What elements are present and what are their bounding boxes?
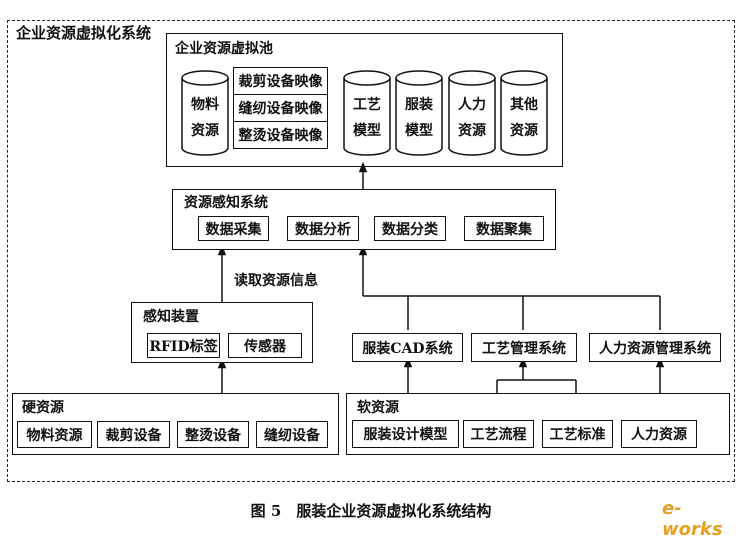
material-resource-label: 物料 资源 <box>182 92 228 142</box>
sensing-device-title: 感知装置 <box>143 309 199 325</box>
hw-sewing-equipment: 缝纫设备 <box>256 421 328 448</box>
hw-ironing-equipment: 整烫设备 <box>177 421 249 448</box>
craft-model-label: 工艺 模型 <box>344 92 390 142</box>
hw-cutting-equipment: 裁剪设备 <box>97 421 170 448</box>
figure-caption: 图 5 服装企业资源虚拟化系统结构 <box>250 502 492 520</box>
data-analysis: 数据分析 <box>287 216 359 241</box>
sw-process-flow: 工艺流程 <box>463 420 534 448</box>
other-resource-label: 其他 资源 <box>501 92 547 142</box>
outer-title: 企业资源虚拟化系统 <box>14 22 154 43</box>
cylinder-craft-model <box>343 70 391 156</box>
human-resource-label: 人力 资源 <box>449 92 495 142</box>
hardware-title: 硬资源 <box>22 400 64 416</box>
connector-lines <box>181 70 665 420</box>
cylinder-other-resource <box>500 70 548 156</box>
software-title: 软资源 <box>357 400 399 416</box>
eworks-watermark: e-works <box>662 498 723 540</box>
sw-human-resource: 人力资源 <box>621 420 697 448</box>
hr-management-system: 人力资源管理系统 <box>589 333 721 362</box>
data-classification: 数据分类 <box>374 216 446 241</box>
data-collection: 数据采集 <box>198 216 269 241</box>
process-management-system: 工艺管理系统 <box>471 333 577 362</box>
garment-cad-system: 服装CAD系统 <box>352 333 463 362</box>
rfid-tag: RFID标签 <box>147 333 220 358</box>
device-mapping-stack: 裁剪设备映像 缝纫设备映像 整烫设备映像 <box>233 67 328 149</box>
read-resource-info-label: 读取资源信息 <box>234 273 318 289</box>
perception-system-title: 资源感知系统 <box>184 195 268 211</box>
sw-garment-design-model: 服装设计模型 <box>352 420 459 448</box>
other-line-2: 资源 <box>510 123 538 139</box>
mapping-cutting: 裁剪设备映像 <box>234 68 327 95</box>
sw-process-standard: 工艺标准 <box>542 420 613 448</box>
resource-pool-box <box>166 33 563 167</box>
material-line-2: 资源 <box>191 123 219 139</box>
mapping-sewing: 缝纫设备映像 <box>234 95 327 122</box>
cylinder-human-resource <box>448 70 496 156</box>
hw-material-resource: 物料资源 <box>17 421 92 448</box>
material-line-1: 物料 <box>191 97 219 113</box>
other-line-1: 其他 <box>510 97 538 113</box>
mapping-ironing: 整烫设备映像 <box>238 128 323 144</box>
data-aggregation: 数据聚集 <box>464 216 544 241</box>
pool-title: 企业资源虚拟池 <box>175 41 273 57</box>
garment-model-label: 服装 模型 <box>396 92 442 142</box>
sensor: 传感器 <box>228 333 302 358</box>
enterprise-system-frame <box>7 20 735 482</box>
cylinder-garment-model <box>395 70 443 156</box>
craft-line-2: 模型 <box>353 123 381 139</box>
garment-line-1: 服装 <box>405 97 433 113</box>
garment-line-2: 模型 <box>405 123 433 139</box>
human-line-1: 人力 <box>458 97 486 113</box>
human-line-2: 资源 <box>458 123 486 139</box>
cylinder-material <box>181 70 229 156</box>
craft-line-1: 工艺 <box>353 97 381 113</box>
